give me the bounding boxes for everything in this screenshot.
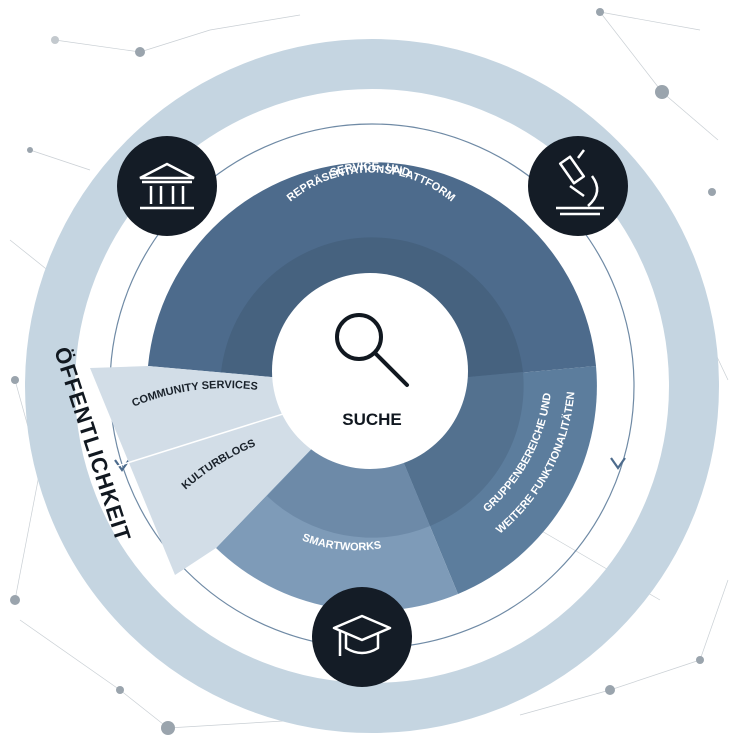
search-icon (335, 313, 409, 387)
center-label: SUCHE (342, 410, 402, 429)
microscope-icon (556, 149, 604, 216)
service-label-line1: SERVICE- UND (329, 161, 412, 180)
badge-science (528, 136, 628, 236)
graduation-cap-icon (332, 614, 392, 656)
museum-building-icon (139, 162, 195, 210)
badge-institution (117, 136, 217, 236)
outer-ring (25, 39, 719, 733)
center-circle (272, 273, 468, 469)
badge-education (312, 587, 412, 687)
orbit-arrow-right (610, 457, 626, 470)
